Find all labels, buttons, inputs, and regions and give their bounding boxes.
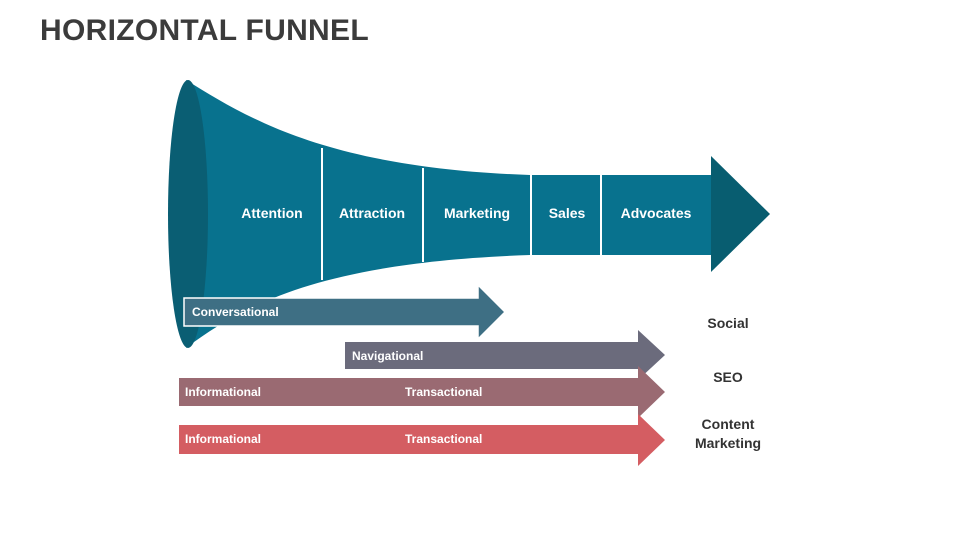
stage-label-attention: Attention	[241, 205, 302, 221]
stage-label-sales: Sales	[549, 205, 586, 221]
funnel-mouth	[168, 80, 208, 348]
arrow-informational-transactional-2	[179, 414, 665, 466]
funnel-body	[186, 80, 712, 348]
stage-label-attraction: Attraction	[339, 205, 405, 221]
side-label-marketing: Marketing	[695, 435, 761, 451]
funnel-arrow-head	[711, 156, 770, 272]
arrow-label-informational: Informational	[185, 385, 261, 399]
arrow-label-conversational: Conversational	[192, 305, 279, 319]
arrow-label-informational: Informational	[185, 432, 261, 446]
arrow-navigational	[345, 330, 665, 380]
page-title: HORIZONTAL FUNNEL	[40, 14, 369, 47]
stage-label-advocates: Advocates	[621, 205, 692, 221]
side-label-social: Social	[707, 315, 748, 331]
side-label-content: Content	[702, 416, 755, 432]
arrow-label-transactional: Transactional	[405, 385, 482, 399]
side-label-seo: SEO	[713, 369, 743, 385]
stage-label-marketing: Marketing	[444, 205, 510, 221]
arrow-informational-transactional-1	[179, 366, 665, 418]
arrow-label-navigational: Navigational	[352, 349, 423, 363]
arrow-conversational	[183, 283, 507, 341]
arrow-label-transactional: Transactional	[405, 432, 482, 446]
